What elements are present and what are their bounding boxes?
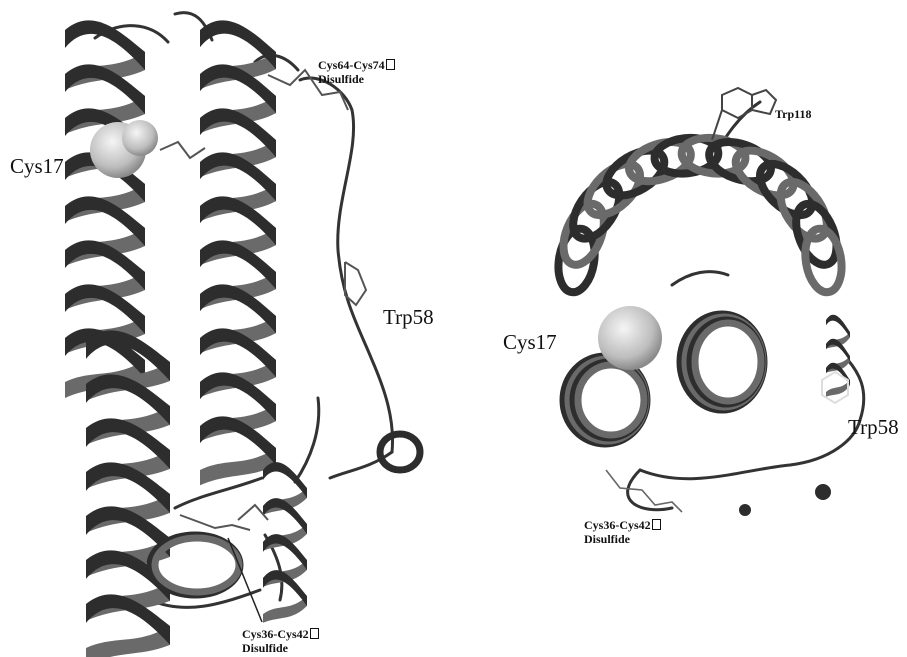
right-label-trp58: Trp58 xyxy=(848,415,899,440)
left-cys17-sphere xyxy=(90,120,158,178)
box-glyph xyxy=(310,628,319,639)
box-glyph xyxy=(386,59,395,70)
right-cys17-sphere xyxy=(598,306,662,370)
right-helices xyxy=(554,135,850,444)
right-panel-top-view xyxy=(554,88,864,516)
left-label-trp58: Trp58 xyxy=(383,305,434,330)
right-label-cys17: Cys17 xyxy=(503,330,557,355)
left-loop-coil xyxy=(380,434,420,470)
right-turn-marker-2 xyxy=(815,484,831,500)
right-label-trp118: Trp118 xyxy=(775,107,811,121)
left-label-cys17: Cys17 xyxy=(10,154,64,179)
left-helices xyxy=(65,20,307,657)
right-label-cys36-cys42: Cys36-Cys42 Disulfide xyxy=(584,518,661,546)
right-helix-center xyxy=(680,314,764,410)
left-label-cys36-cys42-line2: Disulfide xyxy=(242,641,288,655)
left-label-cys64-cys74: Cys64-Cys74 Disulfide xyxy=(318,58,395,86)
left-label-cys36-cys42-line1: Cys36-Cys42 xyxy=(242,627,309,641)
left-label-cys64-cys74-line2: Disulfide xyxy=(318,72,364,86)
box-glyph xyxy=(652,519,661,530)
right-label-cys36-cys42-line2: Disulfide xyxy=(584,532,630,546)
right-turn-marker-1 xyxy=(739,504,751,516)
right-label-cys36-cys42-line1: Cys36-Cys42 xyxy=(584,518,651,532)
right-trp118-ring xyxy=(712,88,776,140)
left-label-cys64-cys74-line1: Cys64-Cys74 xyxy=(318,58,385,72)
left-label-cys36-cys42: Cys36-Cys42 Disulfide xyxy=(242,627,319,655)
left-helix-c xyxy=(200,20,276,485)
left-helix-b xyxy=(86,330,170,657)
right-helix-arc xyxy=(554,135,846,295)
right-helix-small xyxy=(826,315,850,397)
left-helix-e xyxy=(150,535,240,595)
left-panel-side-view xyxy=(65,13,420,657)
left-helix-d xyxy=(263,462,307,623)
